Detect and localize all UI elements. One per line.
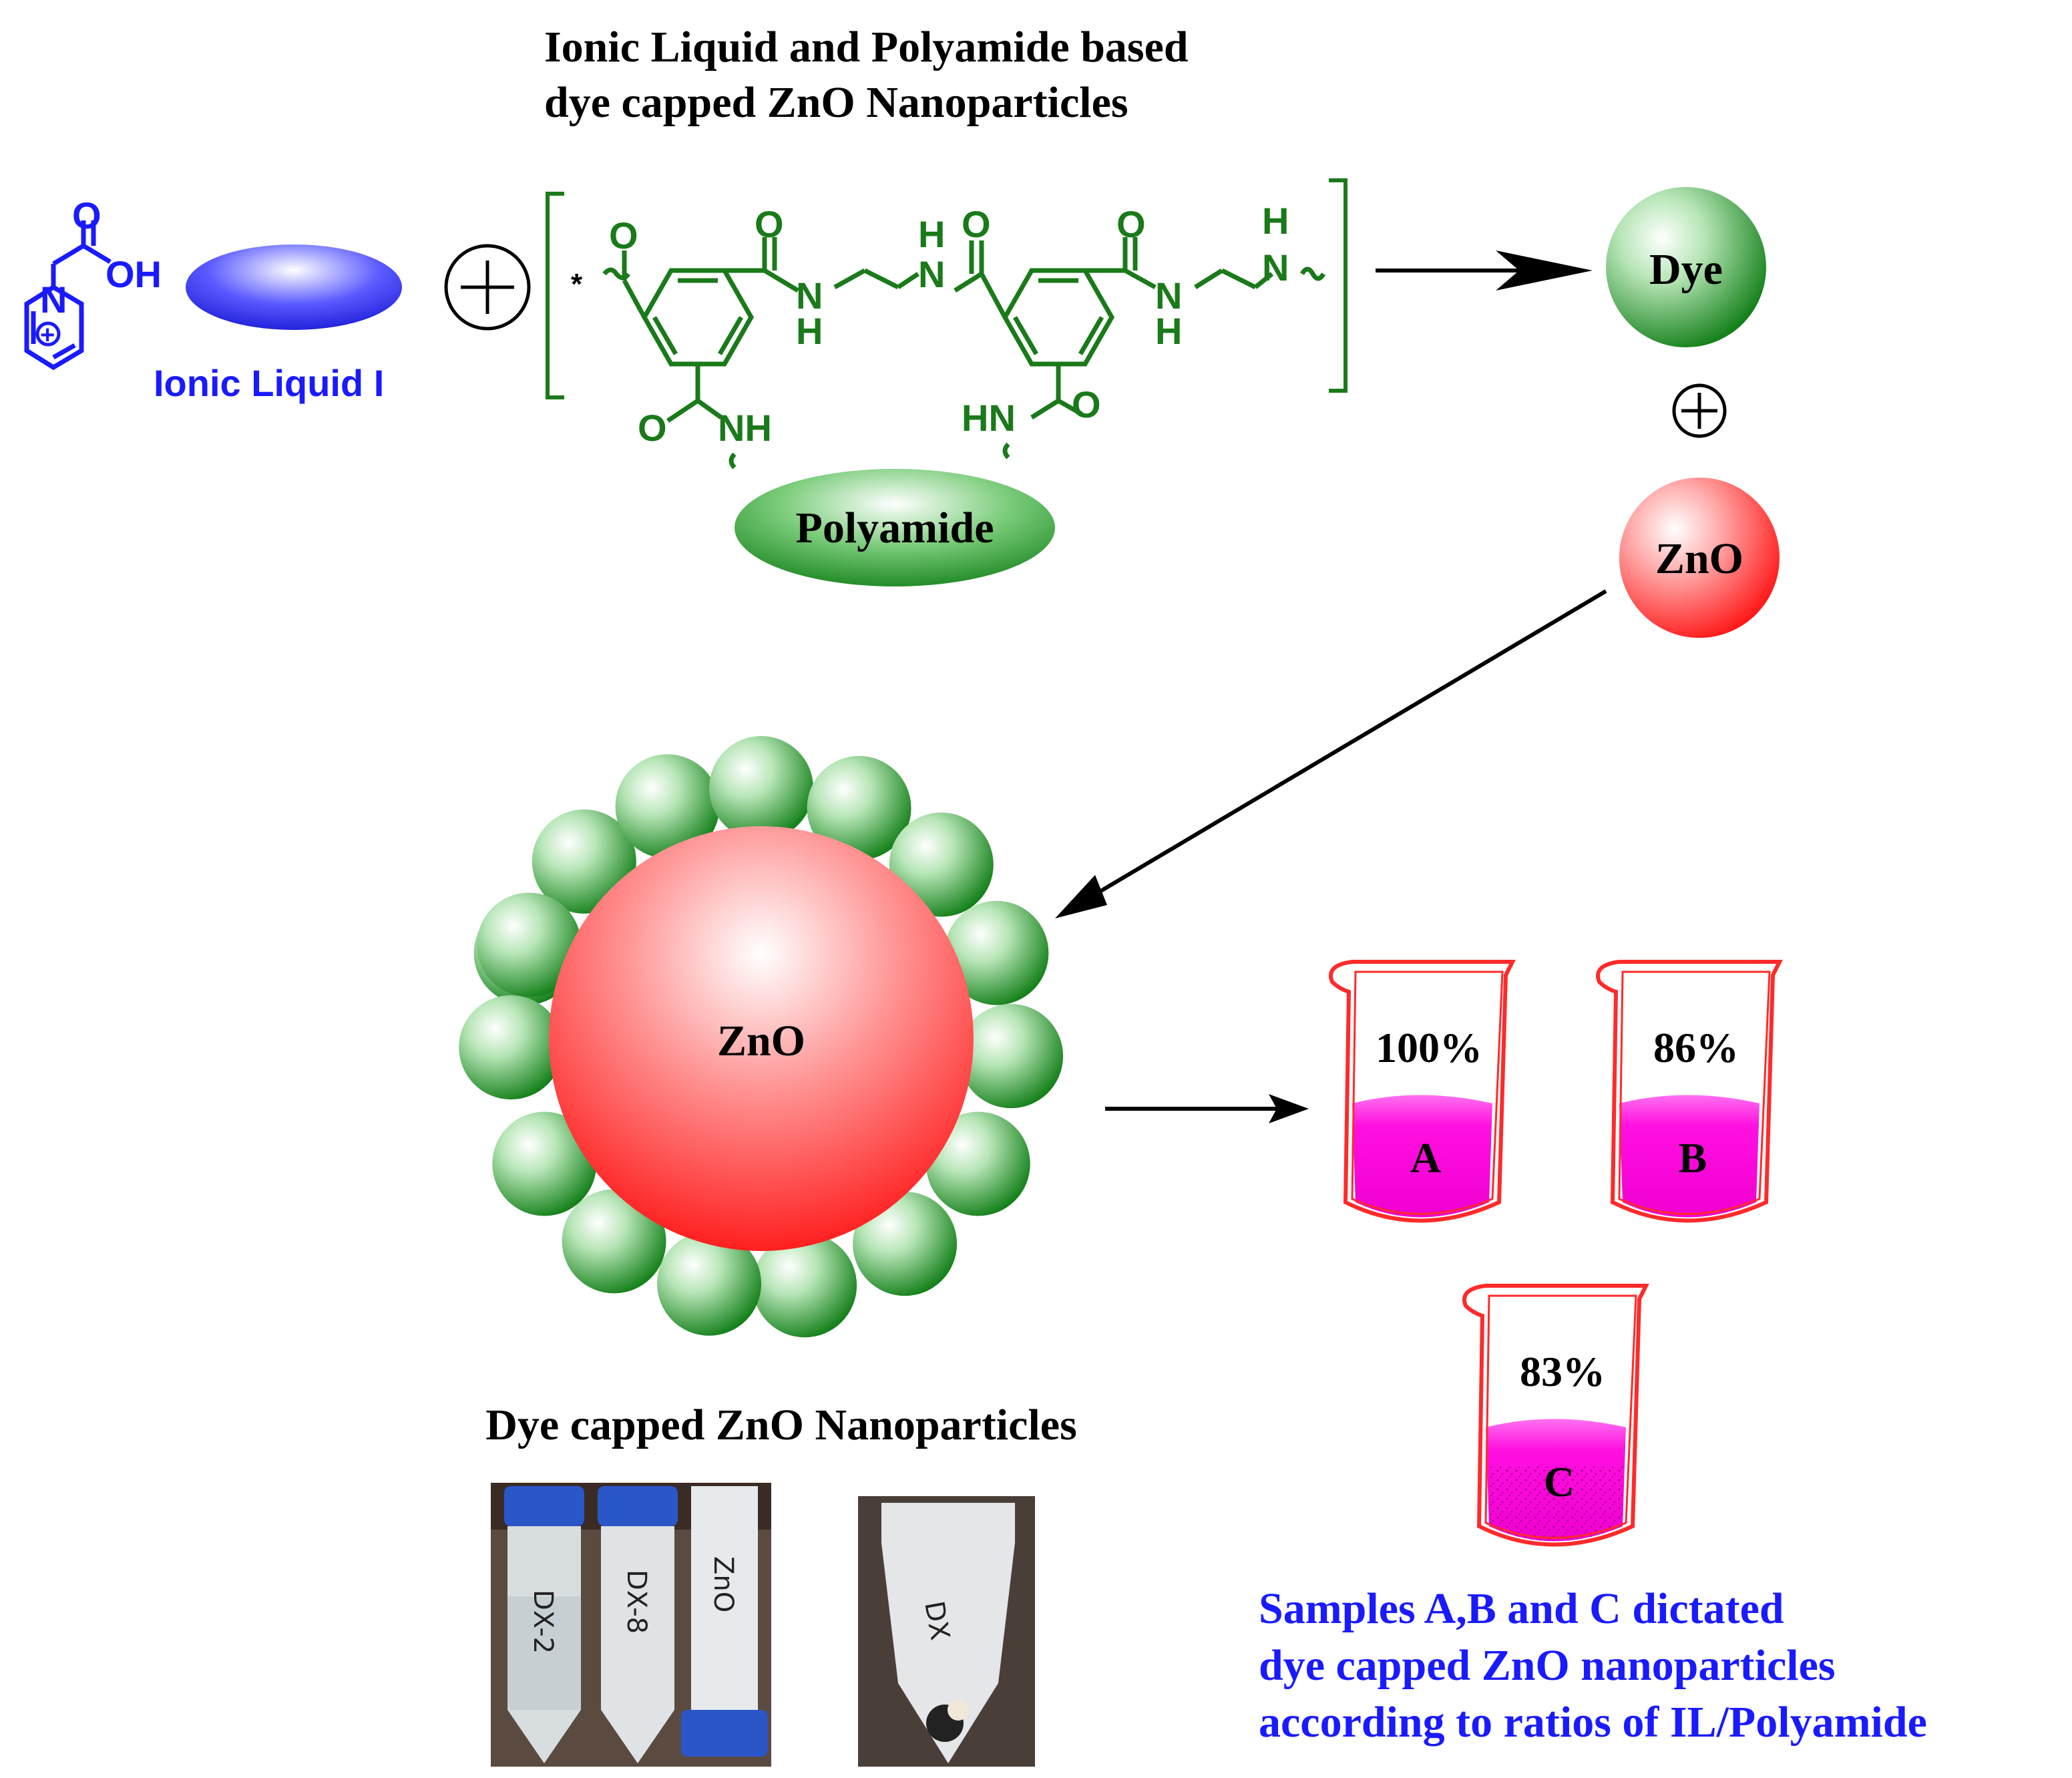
beaker-letter: C [1544,1458,1575,1505]
pa-h-4: H [1262,200,1289,242]
pa-n-3: N [1155,275,1182,317]
dye-shell-sphere [853,1192,958,1296]
title-line-1: Ionic Liquid and Polyamide based [544,23,1189,71]
beaker-b: 86% B [1596,960,1783,1223]
dye-shell-sphere [459,995,564,1100]
zno-sphere [1619,478,1780,638]
photo-tubes: DX-2 DX-8 ZnO [491,1483,771,1767]
zno-core-label: ZnO [717,1017,805,1065]
dye-shell-sphere [807,755,911,860]
beaker-percent: 100% [1376,1024,1482,1071]
samples-note-line-1: Samples A,B and C dictated [1259,1584,1784,1633]
pa-o-3: O [962,203,991,245]
beaker-percent: 86% [1653,1024,1739,1071]
beaker-sediment [1489,1466,1623,1542]
beaker-inner-line [1484,1294,1637,1539]
polyamide-structure [602,237,1326,470]
vial-label: DX [918,1599,955,1642]
samples-note-line-2: dye capped ZnO nanoparticles [1259,1641,1836,1690]
plus-icon-2 [1672,383,1727,438]
pa-h-2: H [918,213,945,255]
pa-o-5: O [638,407,667,449]
dye-shell-spheres [459,736,1064,1338]
beaker-a: 100% A [1329,960,1516,1223]
pa-o-6: O [1072,383,1101,425]
dye-shell-sphere [657,1231,762,1336]
ionic-liquid-oval [186,244,402,330]
beaker-liquid [1619,1095,1759,1218]
dye-shell-sphere [615,754,720,859]
tube-label-1: DX-2 [528,1590,558,1654]
ionic-liquid-label: Ionic Liquid I [154,362,384,404]
pa-h-3: H [1155,310,1182,352]
dye-shell-sphere [753,1233,857,1338]
il-o-atom: O [72,194,101,236]
dye-shell-sphere [959,1004,1064,1109]
beaker-outline [1329,960,1516,1223]
pa-n-1: N [796,275,823,317]
beaker-letter: A [1410,1134,1441,1182]
dye-shell-sphere [562,1189,666,1294]
beaker-letter: B [1679,1134,1707,1182]
beaker-percent: 83% [1520,1348,1605,1395]
pa-o-4: O [1116,203,1146,245]
arrow-to-nanoparticle [1055,589,1607,918]
il-oh-atom: OH [106,253,162,295]
pa-o-1: O [609,214,638,256]
pa-n-4: N [1262,246,1289,289]
dye-shell-sphere [709,736,813,840]
pa-nh-1: NH [718,407,772,449]
dye-shell-sphere [492,1111,597,1216]
il-charge-circle [35,321,61,347]
dye-capped-nanoparticle [459,736,1064,1338]
pa-n-2: N [918,253,945,295]
beaker-inner-line [1351,970,1504,1215]
zno-core [549,826,974,1251]
dye-shell-sphere [889,812,994,917]
polyamide-oval [735,469,1055,586]
pa-h-1: H [796,310,823,352]
beaker-outline [1462,1284,1649,1547]
pa-o-2: O [755,203,784,245]
title-line-2: dye capped ZnO Nanoparticles [544,78,1128,127]
polyamide-label: Polyamide [796,504,994,552]
polyamide-brackets [546,178,1348,399]
dye-shell-sphere [925,1111,1030,1216]
beaker-c: 83% C [1462,1284,1649,1547]
photo-vial: DX [858,1496,1035,1767]
dye-sphere [1606,187,1766,347]
il-charge: + [40,321,55,349]
dye-label: Dye [1649,245,1723,294]
beaker-inner-line [1618,970,1771,1215]
pa-hn-1: HN [962,397,1016,439]
ionic-liquid-structure [24,220,112,371]
reaction-arrow-top [1376,250,1593,291]
il-n-atom: N [40,279,67,321]
nanoparticle-caption: Dye capped ZnO Nanoparticles [485,1401,1077,1449]
tube-label-3: ZnO [708,1556,739,1612]
arrow-to-beakers [1105,1094,1309,1123]
samples-note-line-3: according to ratios of IL/Polyamide [1259,1698,1927,1747]
beaker-outline [1596,960,1783,1223]
dye-shell-sphere [532,809,636,914]
tube-label-2: DX-8 [621,1570,652,1634]
beaker-liquid [1352,1095,1492,1218]
zno-label: ZnO [1655,534,1743,583]
dye-shell-sphere [944,900,1049,1005]
dye-shell-sphere [477,892,582,997]
beakers-group: 100% A 86% B 83% C [1329,960,1783,1547]
pa-star: * [571,268,583,301]
plus-icon-1 [444,244,531,331]
